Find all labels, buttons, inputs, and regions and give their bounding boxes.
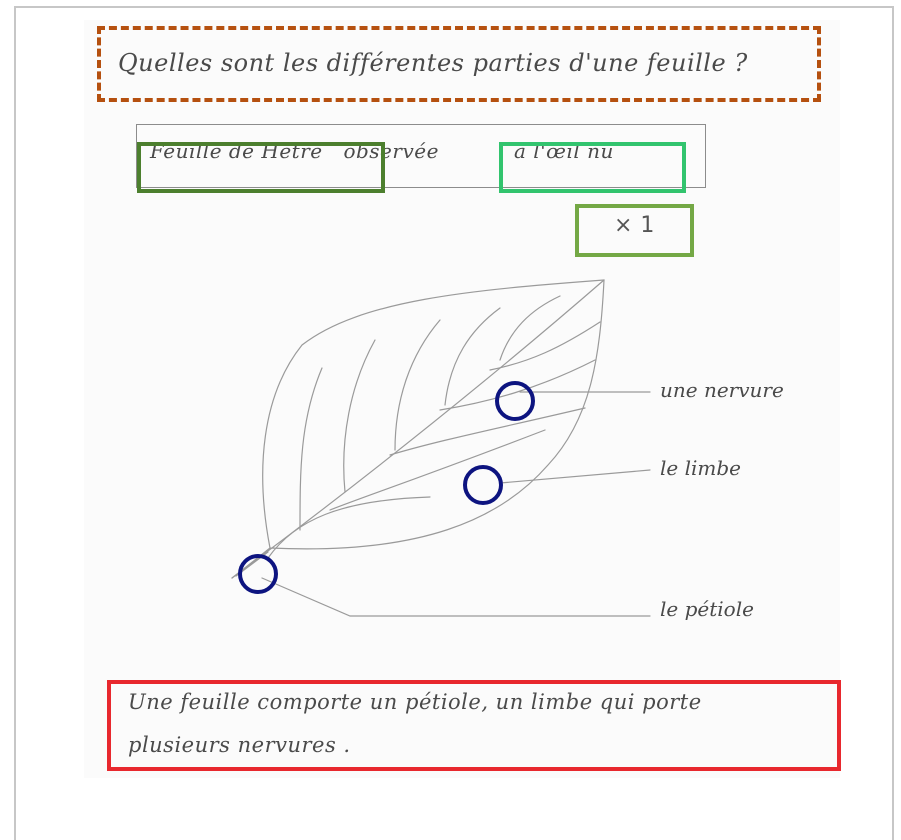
leaf-vein [343,339,376,493]
blade-marker-circle [463,465,503,505]
vein-label: une nervure [660,378,784,402]
magnification-highlight-box [575,204,694,257]
leaf-petiole [231,547,271,579]
petiole-marker-circle [238,554,278,594]
leaf-midrib [231,279,605,579]
summary-line-1: Une feuille comporte un pétiole, un limb… [128,690,702,714]
caption-frame [136,124,706,188]
leaf-outline [262,279,605,550]
subject-highlight-box [137,142,385,193]
magnification-text: × 1 [614,213,655,238]
leaf-vein [489,321,601,371]
question-text: Quelles sont les différentes parties d'u… [118,49,748,77]
vein-marker-circle [495,381,535,421]
leaf-vein [439,359,596,411]
petiole-leader-line [261,577,651,617]
leaf-vein [499,295,561,361]
leaf-vein [394,319,441,451]
leaf-vein [267,496,431,559]
method-highlight-box [499,142,686,193]
leaf-vein [389,407,586,456]
petiole-label: le pétiole [660,597,754,621]
blade-leader-line [499,469,651,484]
question-highlight-box [97,26,821,102]
leaf-vein [329,429,546,511]
blade-label: le limbe [660,456,741,480]
summary-highlight-box [107,680,841,771]
summary-line-2: plusieurs nervures . [128,733,351,757]
leaf-vein [299,367,323,531]
leaf-vein [444,307,501,406]
